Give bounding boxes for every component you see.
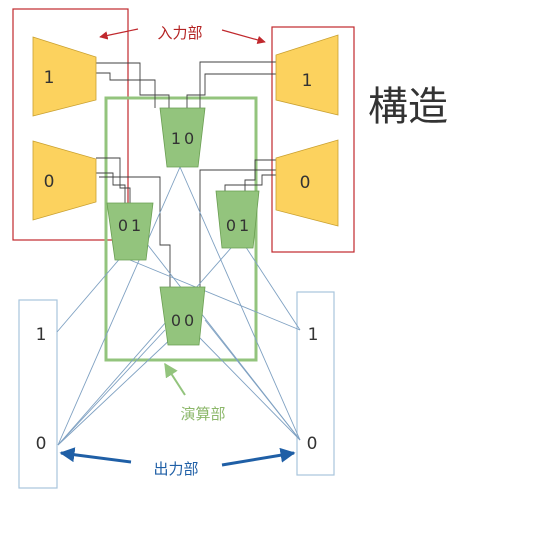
input-section-label: 入力部 bbox=[157, 24, 202, 42]
connector bbox=[96, 72, 156, 108]
input-left-bottom-node bbox=[32, 140, 97, 221]
input-arrow-left bbox=[99, 28, 139, 40]
connector bbox=[96, 157, 131, 203]
connector bbox=[57, 166, 181, 446]
compute-node-top-label: 10 bbox=[171, 129, 197, 148]
output-arrow-right bbox=[221, 447, 296, 467]
connector bbox=[96, 62, 170, 108]
compute-node-top bbox=[159, 107, 206, 168]
connector bbox=[237, 234, 301, 331]
input-left-top-node bbox=[32, 36, 97, 117]
input-box-left bbox=[12, 8, 129, 241]
connector bbox=[57, 239, 239, 446]
compute-node-right bbox=[215, 190, 260, 249]
output-section-label: 出力部 bbox=[153, 460, 198, 478]
compute-box bbox=[104, 96, 258, 362]
input-left-top-label: 1 bbox=[44, 68, 55, 88]
input-arrow-right bbox=[221, 29, 266, 45]
compute-node-right-label: 01 bbox=[226, 216, 252, 235]
connector bbox=[96, 172, 126, 203]
compute-node-left bbox=[106, 202, 154, 261]
output-box-left bbox=[18, 299, 58, 489]
input-connection-lines bbox=[96, 61, 276, 287]
connector bbox=[199, 61, 276, 108]
input-left-bottom-label: 0 bbox=[44, 172, 55, 192]
compute-arrow bbox=[164, 362, 186, 396]
output-left-top-label: 1 bbox=[36, 325, 47, 345]
connector bbox=[199, 169, 276, 287]
page-title: 構造 bbox=[368, 84, 448, 130]
connector bbox=[244, 159, 276, 191]
output-left-bottom-label: 0 bbox=[36, 434, 47, 454]
input-right-bottom-label: 0 bbox=[300, 173, 311, 193]
connector bbox=[186, 73, 276, 108]
input-right-top-label: 1 bbox=[302, 71, 313, 91]
connector bbox=[99, 176, 171, 287]
input-right-bottom-node bbox=[275, 139, 339, 227]
input-right-top-node bbox=[275, 34, 339, 116]
connector bbox=[57, 329, 166, 446]
connector bbox=[204, 319, 301, 441]
connector bbox=[179, 166, 301, 441]
output-right-top-label: 1 bbox=[308, 325, 319, 345]
output-box-right bbox=[296, 291, 335, 476]
output-connection-lines bbox=[56, 166, 301, 446]
compute-node-bottom bbox=[159, 286, 206, 346]
output-right-bottom-label: 0 bbox=[307, 434, 318, 454]
compute-node-bottom-label: 00 bbox=[171, 311, 197, 330]
connector bbox=[224, 174, 276, 191]
connector bbox=[57, 334, 176, 446]
connector bbox=[129, 259, 301, 331]
connector bbox=[196, 334, 301, 441]
compute-section-label: 演算部 bbox=[180, 405, 225, 423]
output-arrow-left bbox=[59, 447, 132, 464]
input-box-right bbox=[271, 26, 355, 253]
compute-node-left-label: 01 bbox=[118, 216, 144, 235]
